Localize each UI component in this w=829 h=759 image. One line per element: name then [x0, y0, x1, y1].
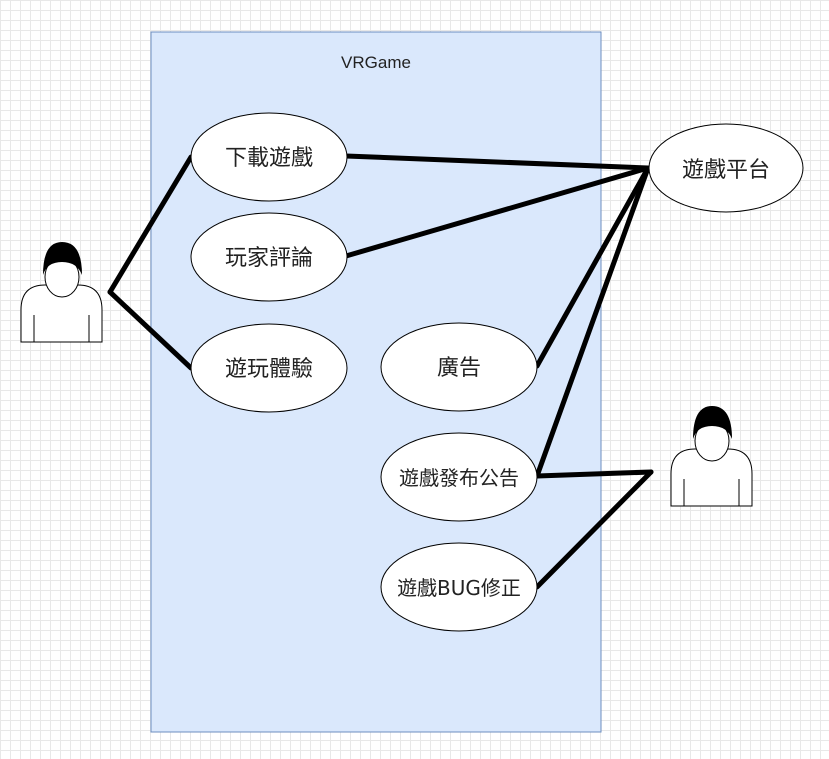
use-case-label: 遊戲發布公告	[399, 466, 519, 490]
association-download-platform	[343, 153, 651, 171]
use-case-label: 下載遊戲	[225, 146, 313, 171]
association-player-play	[107, 289, 194, 371]
association-review-platform	[343, 165, 651, 259]
use-case-play[interactable]: 遊玩體驗	[190, 323, 348, 413]
use-case-label: 廣告	[437, 356, 481, 381]
use-case-label: 玩家評論	[225, 246, 313, 271]
association-announce-developer	[534, 469, 654, 479]
associations	[107, 153, 654, 590]
use-case-announce[interactable]: 遊戲發布公告	[380, 432, 538, 522]
use-case-bugfix[interactable]: 遊戲BUG修正	[380, 542, 538, 632]
use-case-download[interactable]: 下載遊戲	[190, 112, 348, 202]
platform-label: 遊戲平台	[682, 158, 770, 183]
player-actor-icon[interactable]	[20, 242, 103, 343]
use-case-label: 遊玩體驗	[225, 357, 313, 382]
system-title: VRGame	[341, 53, 411, 72]
developer-actor-icon[interactable]	[670, 406, 753, 507]
platform-node[interactable]: 遊戲平台	[648, 123, 804, 213]
association-bugfix-developer	[534, 469, 654, 590]
use-case-ads[interactable]: 廣告	[380, 322, 538, 412]
use-case-label: 遊戲BUG修正	[397, 576, 521, 600]
association-ads-platform	[534, 165, 651, 369]
association-player-download	[107, 154, 194, 295]
use-case-review[interactable]: 玩家評論	[190, 212, 348, 302]
association-announce-platform	[534, 165, 651, 479]
